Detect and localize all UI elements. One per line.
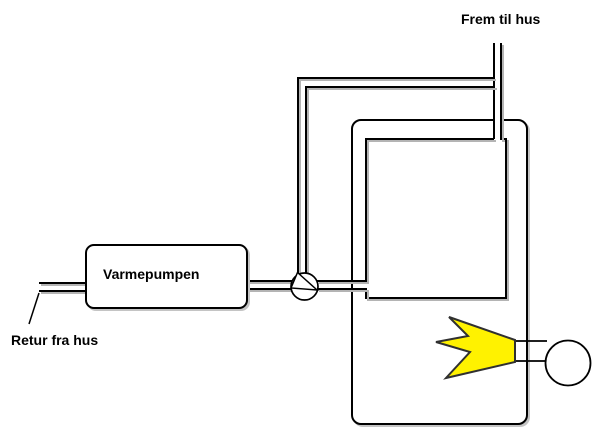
flame-icon (435, 316, 516, 380)
heat-pump-label: Varmepumpen (103, 266, 200, 282)
return-label-pointer-line (28, 292, 40, 325)
heat-pump-unit: Varmepumpen (85, 244, 248, 309)
heatpump-to-pump-bottom-line (246, 288, 292, 290)
coil-left-line (365, 138, 367, 282)
circulation-pump-triangle-icon (289, 271, 320, 291)
return-pipe-label: Retur fra hus (11, 332, 99, 348)
upper-pipe-inner-vertical-line (305, 86, 307, 277)
coil-top-line (365, 138, 494, 140)
supply-riser-right-line (500, 43, 502, 139)
return-pipe-top-line (39, 282, 86, 284)
supply-riser-pipe-fill (495, 43, 500, 140)
coil-top-right-jog-line (500, 138, 507, 140)
upper-pipe-bottom-line (305, 86, 495, 88)
heatpump-to-pump-top-line (246, 280, 292, 282)
coil-bottom-stub-line (365, 288, 367, 299)
supply-riser-left-line (493, 43, 495, 139)
burner-blower-icon (544, 339, 592, 387)
coil-right-line (505, 138, 507, 299)
upper-pipe-outer-vertical-line (297, 77, 299, 277)
return-pipe-bottom-line (39, 290, 86, 292)
upper-pipe-top-line (297, 77, 494, 79)
coil-bottom-line (365, 297, 507, 299)
pump-to-coil-bottom-line (317, 288, 367, 290)
supply-pipe-label: Frem til hus (461, 11, 541, 27)
hot-water-tank (351, 119, 528, 425)
pump-to-coil-top-line (317, 280, 366, 282)
